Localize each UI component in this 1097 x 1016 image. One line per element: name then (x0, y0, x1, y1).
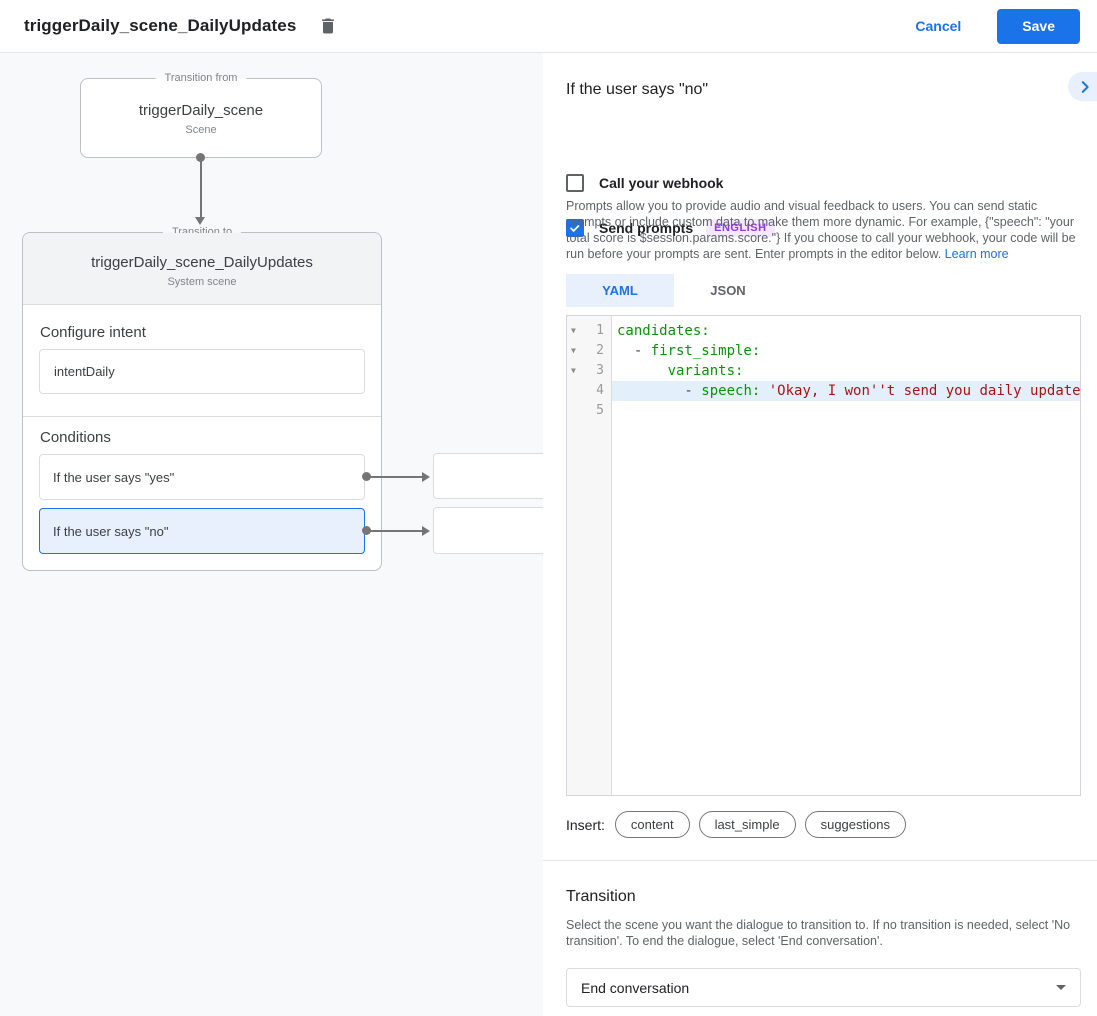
connector-line (200, 158, 202, 218)
code-line-2: - first_simple: (612, 341, 1080, 361)
transition-dropdown[interactable]: End conversation (566, 968, 1081, 1007)
condition-yes-label: If the user says "yes" (53, 469, 175, 485)
chevron-right-icon (1081, 80, 1089, 93)
prompt-code-editor[interactable]: ▼1 ▼2 ▼3 4 5 candidates: - first_simple:… (566, 315, 1081, 796)
condition-no-target-node[interactable] (433, 507, 543, 554)
condition-row-yes[interactable]: If the user says "yes" (39, 454, 365, 500)
delete-button[interactable] (314, 12, 342, 40)
gutter-line-5: 5 (567, 401, 611, 421)
yaml-string: 'Okay, I won''t send you daily update (768, 383, 1080, 399)
transition-from-legend: Transition from (155, 71, 247, 86)
insert-label: Insert: (566, 816, 605, 833)
yaml-plain: - (617, 343, 651, 359)
gutter-line-1: ▼1 (567, 321, 611, 341)
condition-yes-line (367, 476, 422, 478)
transition-from-title: triggerDaily_scene (138, 102, 264, 119)
intent-value: intentDaily (54, 364, 115, 379)
connector-arrowhead-icon (195, 217, 205, 225)
transition-heading: Transition (566, 888, 636, 905)
line-number: 3 (596, 363, 604, 378)
gutter-line-3: ▼3 (567, 361, 611, 381)
transition-to-title: triggerDaily_scene_DailyUpdates (91, 254, 313, 271)
transition-to-header[interactable]: triggerDaily_scene_DailyUpdates System s… (23, 233, 381, 305)
conditions-label: Conditions (40, 429, 111, 446)
condition-yes-dot (362, 472, 371, 481)
save-button[interactable]: Save (997, 8, 1080, 44)
code-line-5 (612, 401, 1080, 421)
top-bar: triggerDaily_scene_DailyUpdates Cancel S… (0, 0, 1097, 53)
condition-row-no[interactable]: If the user says "no" (39, 508, 365, 554)
tab-yaml[interactable]: YAML (566, 274, 674, 307)
flow-canvas: Transition from triggerDaily_scene Scene… (0, 53, 543, 1016)
gutter-line-4: 4 (567, 381, 611, 401)
dropdown-caret-icon (1056, 985, 1066, 990)
collapse-panel-button[interactable] (1068, 72, 1097, 101)
transition-to-subtitle: System scene (167, 276, 237, 288)
trash-icon (322, 18, 335, 34)
transition-from-node[interactable]: Transition from triggerDaily_scene Scene (80, 71, 322, 158)
insert-row: Insert: content last_simple suggestions (566, 811, 915, 838)
send-prompts-checkbox-row[interactable]: Send prompts ENGLISH (566, 219, 775, 237)
editor-format-tabs: YAML JSON (566, 274, 782, 307)
fold-arrow-icon[interactable]: ▼ (571, 326, 576, 335)
condition-no-label: If the user says "no" (53, 523, 169, 539)
page-title: triggerDaily_scene_DailyUpdates (24, 16, 297, 35)
send-prompts-checkbox-label: Send prompts (599, 220, 694, 236)
insert-chip-content[interactable]: content (614, 811, 690, 838)
yaml-key: variants: (667, 363, 744, 379)
webhook-checkbox[interactable] (566, 174, 584, 192)
yaml-plain: - (617, 383, 702, 399)
panel-title: If the user says "no" (566, 81, 709, 98)
webhook-checkbox-label: Call your webhook (599, 175, 724, 191)
condition-no-dot (362, 526, 371, 535)
fold-arrow-icon[interactable]: ▼ (571, 346, 576, 355)
code-line-1: candidates: (612, 321, 1080, 341)
tab-json[interactable]: JSON (710, 283, 746, 298)
condition-yes-target-node[interactable] (433, 453, 543, 499)
insert-chip-suggestions[interactable]: suggestions (804, 811, 906, 838)
line-number: 5 (596, 403, 604, 418)
fold-arrow-icon[interactable]: ▼ (571, 366, 576, 375)
prompts-description-text: Prompts allow you to provide audio and v… (566, 199, 1076, 261)
yaml-plain (617, 363, 668, 379)
editor-gutter: ▼1 ▼2 ▼3 4 5 (567, 316, 612, 795)
prompts-description: Prompts allow you to provide audio and v… (566, 198, 1082, 262)
cancel-button[interactable]: Cancel (899, 10, 977, 42)
line-number: 4 (596, 383, 604, 398)
gutter-line-2: ▼2 (567, 341, 611, 361)
condition-no-line (367, 530, 422, 532)
intent-field[interactable]: intentDaily (39, 349, 365, 394)
node-divider (23, 416, 381, 417)
learn-more-link[interactable]: Learn more (944, 247, 1009, 261)
condition-no-arrowhead-icon (422, 526, 430, 536)
yaml-plain (760, 383, 768, 399)
configure-intent-label: Configure intent (40, 324, 146, 341)
transition-dropdown-value: End conversation (581, 979, 690, 996)
yaml-key: candidates: (617, 323, 710, 339)
code-line-4-highlighted: - speech: 'Okay, I won''t send you daily… (612, 381, 1080, 401)
condition-yes-arrowhead-icon (422, 472, 430, 482)
transition-to-node: Transition to triggerDaily_scene_DailyUp… (22, 225, 382, 571)
yaml-key: speech: (701, 383, 761, 399)
transition-description: Select the scene you want the dialogue t… (566, 918, 1071, 948)
checkmark-icon (570, 224, 580, 233)
line-number: 2 (596, 343, 604, 358)
transition-from-subtitle: Scene (185, 124, 217, 136)
yaml-key: first_simple: (650, 343, 761, 359)
connector-dot (196, 153, 205, 162)
webhook-checkbox-row[interactable]: Call your webhook (566, 174, 723, 192)
code-line-3: variants: (612, 361, 1080, 381)
editor-code-area[interactable]: candidates: - first_simple: variants: - … (612, 316, 1080, 795)
language-badge: ENGLISH (706, 219, 775, 237)
line-number: 1 (596, 323, 604, 338)
condition-editor-panel: If the user says "no" Call your webhook … (543, 53, 1097, 1016)
insert-chip-last-simple[interactable]: last_simple (698, 811, 796, 838)
panel-divider (543, 860, 1097, 861)
send-prompts-checkbox[interactable] (566, 219, 584, 237)
